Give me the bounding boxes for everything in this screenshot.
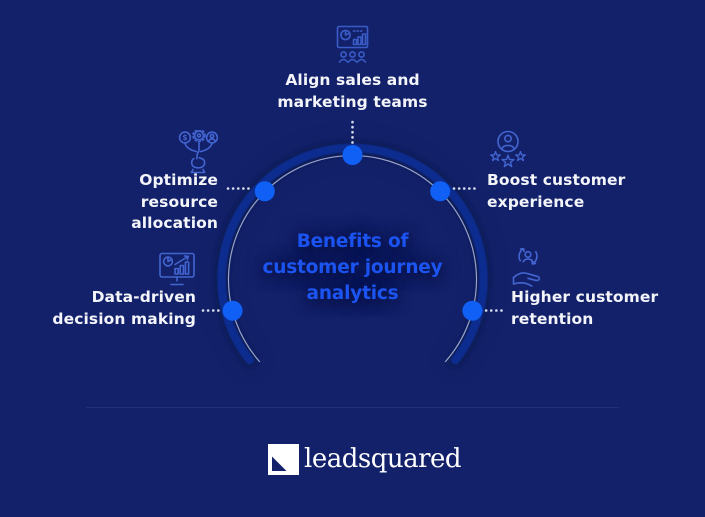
benefit-line: Data-driven [91, 288, 196, 306]
title-line-3: analytics [306, 283, 399, 304]
sales-marketing-presentation-icon [330, 24, 375, 66]
page-title: Benefits of customer journey analytics [232, 229, 473, 307]
title-line-1: Benefits of [296, 231, 409, 252]
benefit-label-align-sales-marketing: Align sales and marketing teams [232, 70, 473, 113]
benefit-label-data-driven-decision-making: Data-driven decision making [40, 287, 196, 330]
dollar-glyph: $ [182, 133, 187, 142]
benefit-line: decision making [52, 309, 196, 328]
data-driven-decision-icon [157, 251, 197, 288]
benefit-label-boost-customer-experience: Boost customer experience [487, 170, 657, 213]
node-dot-upper-left [254, 181, 275, 202]
leadsquared-logo-icon [268, 444, 299, 475]
benefit-line: Boost customer [487, 171, 626, 189]
resource-allocation-icon: $ [178, 128, 219, 174]
footer-divider [86, 407, 619, 408]
node-dot-top [342, 145, 363, 165]
node-dot-upper-right [430, 181, 451, 202]
benefit-line: marketing teams [277, 92, 428, 111]
title-line-2: customer journey [262, 257, 443, 278]
benefit-line: Align sales and [285, 71, 420, 89]
leadsquared-wordmark: leadsquared [304, 444, 462, 474]
benefit-label-optimize-resource-allocation: Optimize resource allocation [60, 170, 218, 235]
benefit-line: Higher customer [511, 288, 659, 306]
customer-retention-icon [509, 246, 547, 288]
benefit-line: experience [487, 192, 585, 211]
benefit-line: retention [511, 309, 594, 328]
customer-experience-icon [486, 129, 530, 170]
benefit-line: allocation [131, 214, 218, 232]
benefit-line: Optimize resource [139, 171, 218, 211]
benefit-label-higher-customer-retention: Higher customer retention [511, 287, 681, 330]
leadsquared-logo: leadsquared [268, 444, 462, 475]
